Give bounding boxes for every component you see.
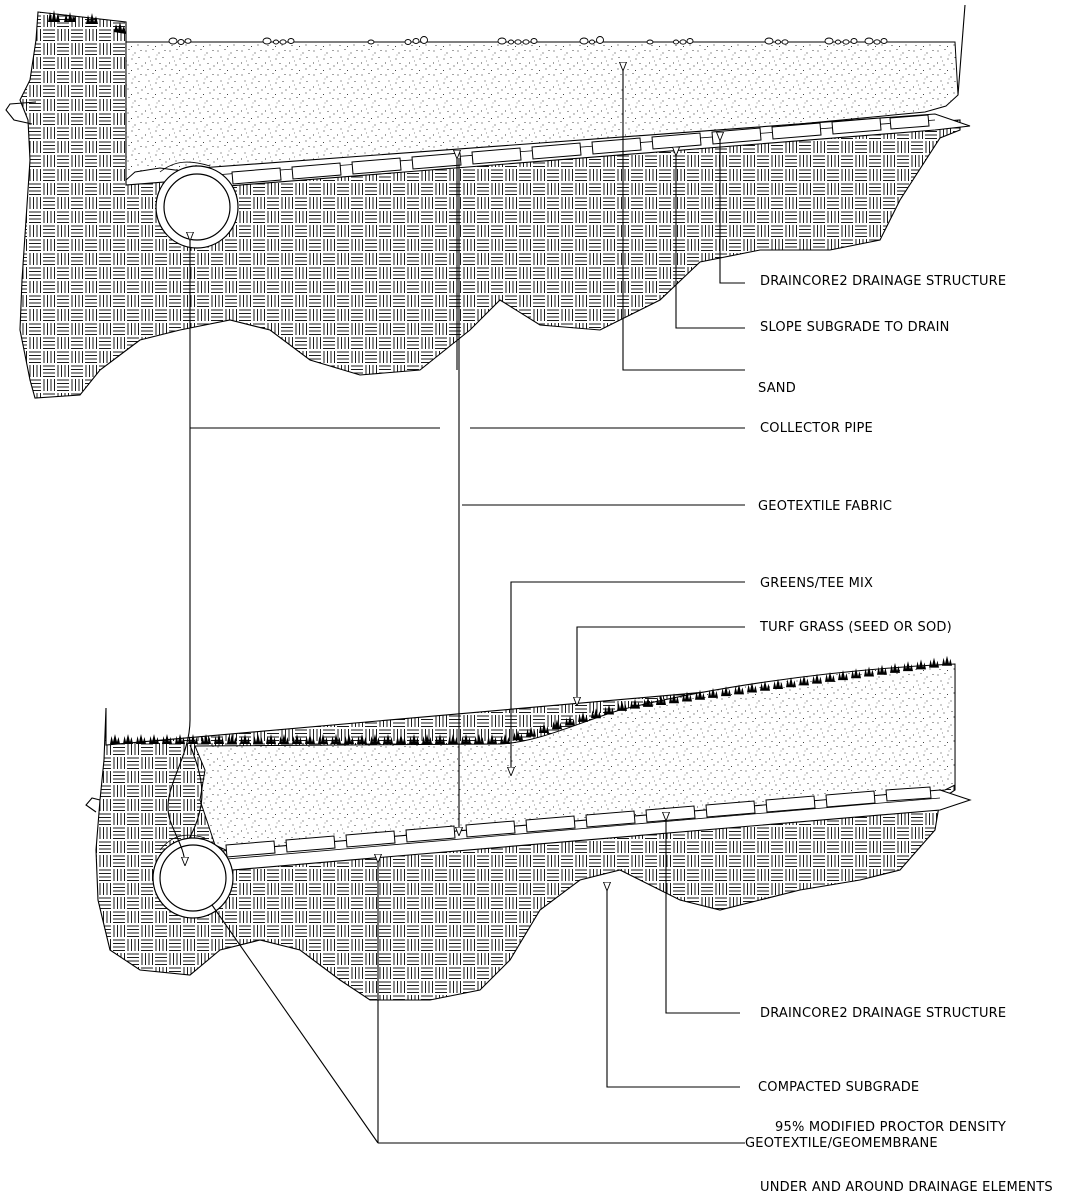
top-compacted-soil: [19, 11, 961, 399]
turf-tuft: [734, 684, 744, 695]
turf-tuft: [695, 689, 705, 700]
turf-tuft: [591, 708, 601, 719]
turf-tuft: [617, 700, 627, 711]
turf-tuft: [942, 655, 952, 666]
turf-tuft: [292, 734, 302, 744]
turf-tuft: [656, 695, 666, 706]
turf-tuft: [227, 734, 237, 744]
turf-tuft: [162, 734, 172, 744]
turf-tuft: [539, 722, 549, 733]
turf-tuft: [331, 734, 341, 744]
turf-tuft: [201, 734, 211, 744]
turf-tuft: [123, 734, 133, 744]
turf-tuft: [890, 662, 900, 673]
turf-tuft: [513, 730, 523, 741]
turf-tuft: [279, 734, 289, 744]
label-collector-pipe: COLLECTOR PIPE: [760, 421, 873, 436]
turf-tuft: [435, 734, 445, 744]
turf-tuft: [760, 680, 770, 691]
label-sand: SAND: [758, 381, 796, 396]
label-draincore-bottom: DRAINCORE2 DRAINAGE STRUCTURE: [760, 1006, 1007, 1021]
turf-tuft: [305, 734, 315, 744]
turf-tuft: [422, 734, 432, 744]
turf-tuft: [799, 675, 809, 686]
turf-tuft: [838, 670, 848, 681]
turf-tuft: [578, 711, 588, 722]
turf-tuft: [916, 659, 926, 670]
turf-tuft: [500, 734, 510, 744]
turf-tuft: [175, 734, 185, 744]
label-greens-tee-mix: GREENS/TEE MIX: [760, 576, 874, 591]
label-slope-subgrade: SLOPE SUBGRADE TO DRAIN: [760, 320, 950, 335]
turf-tuft: [630, 698, 640, 709]
turf-tuft: [266, 734, 276, 744]
turf-tuft: [110, 734, 120, 744]
turf-tuft: [825, 671, 835, 682]
turf-tuft: [344, 734, 354, 744]
turf-tuft: [812, 673, 822, 684]
turf-tuft: [773, 678, 783, 689]
turf-tuft: [409, 734, 419, 744]
turf-tuft: [318, 734, 328, 744]
turf-tuft: [448, 734, 458, 744]
turf-tuft: [669, 693, 679, 704]
turf-tuft: [565, 715, 575, 726]
top-section: [5, 4, 971, 399]
turf-tuft: [136, 734, 146, 744]
turf-tuft: [929, 657, 939, 668]
turf-tuft: [487, 734, 497, 744]
turf-tuft: [149, 734, 159, 744]
turf-tuft: [240, 734, 250, 744]
turf-tuft: [877, 664, 887, 675]
turf-tuft: [747, 682, 757, 693]
turf-tuft: [474, 734, 484, 744]
label-turf-grass: TURF GRASS (SEED OR SOD): [760, 620, 952, 635]
bottom-turf-row: [110, 655, 952, 744]
turf-tuft: [526, 726, 536, 737]
label-under-around: UNDER AND AROUND DRAINAGE ELEMENTS: [760, 1180, 1053, 1195]
turf-tuft: [786, 677, 796, 688]
leader-lines: [167, 70, 745, 1144]
turf-tuft: [383, 734, 393, 744]
bottom-drain-cells: [225, 786, 932, 858]
turf-tuft: [253, 734, 263, 744]
turf-tuft: [461, 734, 471, 744]
turf-tuft: [721, 686, 731, 697]
turf-tuft: [357, 734, 367, 744]
label-geotextile-geomembrane: GEOTEXTILE/GEOMEMBRANE: [745, 1136, 938, 1151]
bottom-section: [85, 655, 972, 1001]
turf-tuft: [643, 696, 653, 707]
turf-tuft: [682, 691, 692, 702]
label-compacted-subgrade: COMPACTED SUBGRADE: [758, 1080, 920, 1095]
turf-tuft: [708, 687, 718, 698]
turf-tuft: [864, 666, 874, 677]
bottom-collector-pipe: [152, 834, 234, 919]
top-surface-gravel: [168, 36, 888, 45]
top-turf-tufts: [48, 10, 126, 34]
label-geotextile-fabric: GEOTEXTILE FABRIC: [758, 499, 893, 514]
label-draincore-top: DRAINCORE2 DRAINAGE STRUCTURE: [760, 274, 1007, 289]
turf-tuft: [214, 734, 224, 744]
turf-tuft: [396, 734, 406, 744]
label-proctor-density: 95% MODIFIED PROCTOR DENSITY: [775, 1120, 1007, 1135]
top-collector-pipe: [155, 161, 239, 249]
top-drain-cells: [231, 114, 930, 185]
turf-tuft: [370, 734, 380, 744]
turf-tuft: [552, 719, 562, 730]
turf-tuft: [604, 704, 614, 715]
turf-tuft: [851, 668, 861, 679]
turf-tuft: [188, 734, 198, 744]
turf-tuft: [903, 661, 913, 672]
